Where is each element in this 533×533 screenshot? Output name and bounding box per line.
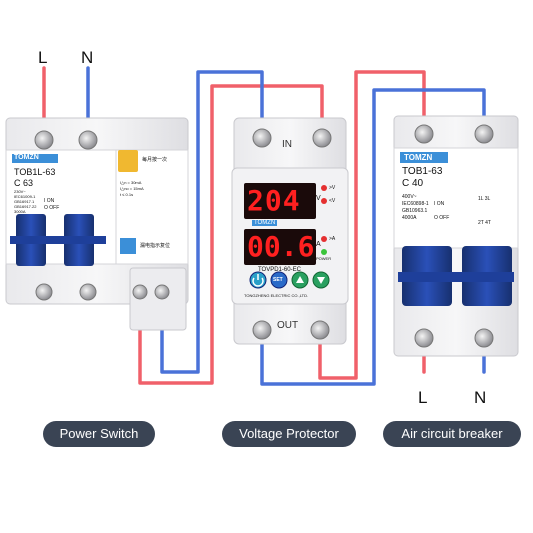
vp-voltage-reading: 204 xyxy=(247,184,301,217)
wires xyxy=(42,66,486,386)
vp-ind-1: >V xyxy=(329,185,336,191)
vp-out-live-wire xyxy=(318,70,426,380)
vp-voltage-display xyxy=(244,183,316,219)
vp-set-button[interactable] xyxy=(270,271,288,289)
caption-air-breaker: Air circuit breaker xyxy=(383,421,521,447)
ab-top-screw-n xyxy=(474,124,494,144)
ps-rating: C 63 xyxy=(14,178,34,188)
ab-brand: TOMZN xyxy=(404,153,433,162)
right-l-label: L xyxy=(418,388,428,407)
vp-out-label: OUT xyxy=(277,320,299,331)
caption-power-switch: Power Switch xyxy=(43,421,155,447)
left-l-label: L xyxy=(38,48,48,67)
vp-out-screw-n xyxy=(252,320,272,340)
ps-out-screw-l xyxy=(132,284,148,300)
vp-set-label: SET xyxy=(273,277,283,283)
vp-ind-2: <V xyxy=(329,198,336,204)
ps-off-text: O OFF xyxy=(44,205,60,211)
vp-out-neutral-wire xyxy=(260,88,486,386)
ps-spec-4: GB16917.22 xyxy=(14,204,37,209)
ab-pole-bottom: 2T 4T xyxy=(478,220,491,226)
ps-indicator xyxy=(120,238,136,254)
ps-live-to-vp-in-wire xyxy=(138,84,324,385)
ps-on-text: I ON xyxy=(44,198,55,204)
ab-spec-2: IEC60898-1 xyxy=(402,201,429,207)
ps-test-label: 每月按一次 xyxy=(142,157,168,163)
vp-in-label: IN xyxy=(282,139,292,150)
ps-top-screw-l xyxy=(34,130,54,150)
vp-company: TONGZHENG ELECTRIC CO.,LTD. xyxy=(244,293,309,298)
ps-rcd-spec-3: t ≤ 0.1s xyxy=(120,192,134,197)
vp-model: TOVPD1-60-EC xyxy=(258,267,301,273)
right-n-label: N xyxy=(474,388,487,407)
ps-brand-badge xyxy=(12,154,58,163)
ps-rcd-spec-2: I△no = 15mA xyxy=(120,186,144,191)
ab-on-text: I ON xyxy=(434,201,445,207)
left-n-label: N xyxy=(81,48,94,67)
vp-current-display xyxy=(244,229,316,265)
power-switch-device xyxy=(5,117,189,331)
ps-spec-3: GB16917.1 xyxy=(14,199,35,204)
vp-current-reading: 00.6 xyxy=(247,230,315,263)
voltage-protector-device xyxy=(231,117,349,345)
ab-bottom-screw-n xyxy=(474,328,494,348)
ps-neutral-to-vp-in-wire xyxy=(160,70,264,374)
vp-unit-v: V xyxy=(316,195,321,202)
vp-brand: TOMZN xyxy=(252,220,278,226)
ps-bottom-screw-1 xyxy=(35,283,53,301)
vp-ind-3: >A xyxy=(329,236,336,242)
ab-spec-3: GB10963.1 xyxy=(402,208,428,214)
ps-out-screw-n xyxy=(154,284,170,300)
power-icon xyxy=(252,274,264,287)
ps-test-button xyxy=(118,150,138,172)
ps-warn-label: 漏电指示复位 xyxy=(140,243,171,249)
ab-spec-4: 4000A xyxy=(402,215,417,221)
vp-out-screw-l xyxy=(310,320,330,340)
caption-voltage-protector: Voltage Protector xyxy=(222,421,356,447)
air-breaker-device xyxy=(393,115,519,357)
ps-brand: TOMZN xyxy=(14,154,39,161)
ab-spec-1: 400V~ xyxy=(402,194,417,200)
ab-brand-badge xyxy=(400,152,448,163)
down-arrow-icon xyxy=(317,277,325,284)
ab-top-screw-l xyxy=(414,124,434,144)
ab-rating: C 40 xyxy=(402,178,424,189)
ps-rcd-spec-1: I△n = 30mA xyxy=(120,180,142,185)
ab-bottom-screw-l xyxy=(414,328,434,348)
ps-spec-2: IEC61009-1 xyxy=(14,194,36,199)
up-arrow-icon xyxy=(296,276,304,283)
ps-spec-5: 3000A xyxy=(14,209,26,214)
vp-in-screw-n xyxy=(252,128,272,148)
ps-model: TOB1L-63 xyxy=(14,167,56,177)
ps-bottom-screw-2 xyxy=(79,283,97,301)
ab-off-text: O OFF xyxy=(434,215,450,221)
ps-spec-1: 230V~ xyxy=(14,189,26,194)
ab-pole-top: 1L 3L xyxy=(478,196,491,202)
vp-unit-a: A xyxy=(316,241,321,248)
ab-model: TOB1-63 xyxy=(402,166,443,177)
ps-top-screw-n xyxy=(78,130,98,150)
vp-in-screw-l xyxy=(312,128,332,148)
vp-ind-4: POWER xyxy=(316,256,332,261)
